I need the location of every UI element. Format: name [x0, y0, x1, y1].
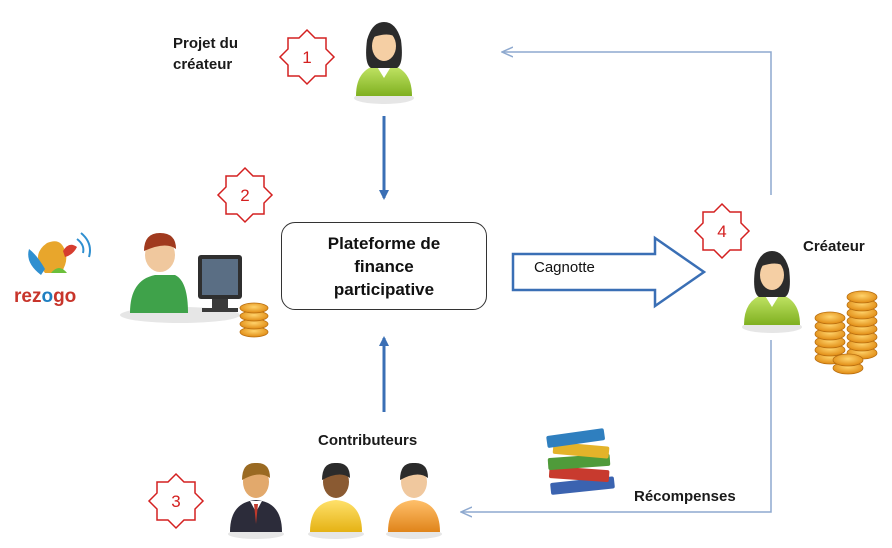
- books-icon: [546, 428, 615, 495]
- contributor-suit-icon: [228, 462, 284, 539]
- contributor-yellow-icon: [308, 462, 364, 539]
- logo-part-3: go: [53, 286, 77, 307]
- recompenses-label: Récompenses: [634, 488, 736, 505]
- contributeurs-label: Contributeurs: [318, 432, 418, 449]
- step-number-3: 3: [171, 492, 180, 511]
- operator-computer-icon: [120, 233, 242, 323]
- step-badge-4: 4: [693, 202, 751, 260]
- rezogo-rooster-icon: [28, 232, 91, 275]
- platform-label-line2: finance: [354, 256, 414, 276]
- platform-box: Plateforme de finance participative: [281, 222, 487, 310]
- platform-label-line3: participative: [333, 279, 435, 299]
- createur-label: Créateur: [803, 238, 865, 255]
- cagnotte-label: Cagnotte: [534, 259, 595, 276]
- logo-part-1: rez: [14, 286, 42, 307]
- project-label-line1: Projet du: [173, 35, 239, 52]
- feedback-line-top: [503, 52, 772, 195]
- logo-part-2: o: [41, 286, 54, 307]
- project-creator-person-icon: [354, 22, 414, 104]
- step-number-4: 4: [717, 222, 726, 241]
- project-label-line2: créateur: [173, 56, 233, 73]
- platform-label-line1: Plateforme de: [327, 233, 441, 253]
- project-label: Projet du créateur: [173, 33, 238, 75]
- step-badge-2: 2: [216, 166, 274, 224]
- contributor-orange-icon: [386, 462, 442, 539]
- rezogo-logo: rezogo: [14, 286, 76, 308]
- step-number-2: 2: [240, 186, 249, 205]
- creator-person-icon: [742, 251, 802, 333]
- operator-coins-icon: [239, 302, 269, 338]
- cagnotte-arrow: [511, 235, 707, 309]
- feedback-line-bottom: [462, 340, 772, 512]
- step-number-1: 1: [302, 48, 311, 67]
- creator-coins-icon: [814, 290, 878, 375]
- step-badge-3: 3: [147, 472, 205, 530]
- step-badge-1: 1: [278, 28, 336, 86]
